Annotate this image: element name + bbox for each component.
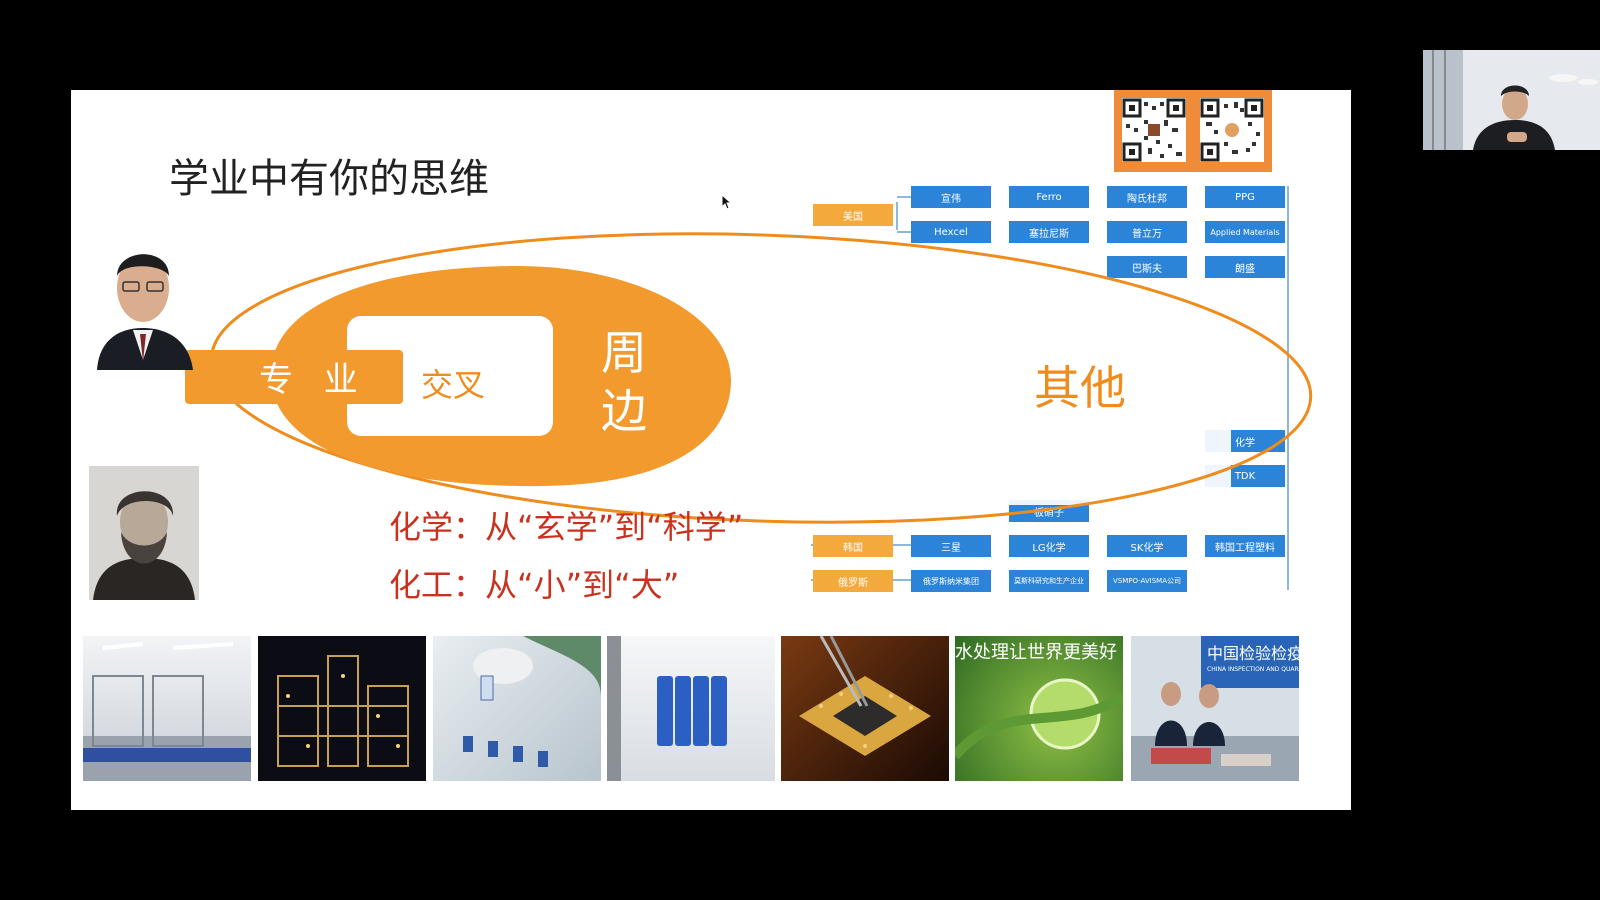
label-specialty: 专 业 [259, 360, 368, 400]
qr-code-icon [1200, 98, 1264, 162]
org-country-usa: 美国 [813, 204, 893, 226]
photo-inspection: 中国检验检疫 CHINA INSPECTION AND QUARANTINE [1131, 636, 1299, 781]
org-country-russia: 俄罗斯 [813, 570, 893, 592]
photo-lab-vials [433, 636, 601, 781]
photo-batteries [607, 636, 775, 781]
qr-code-panel [1114, 90, 1272, 172]
qr-code-icon [1122, 98, 1186, 162]
slide-title: 学业中有你的思维 [169, 156, 489, 202]
label-other: 其他 [1034, 361, 1126, 415]
inspection-sign-text: 中国检验检疫 [1207, 644, 1299, 663]
org-node: 陶氏杜邦 [1107, 186, 1187, 208]
org-country-korea: 韩国 [813, 535, 893, 557]
org-node: 普立万 [1107, 221, 1187, 243]
presentation-slide: 美国 宣伟 Ferro 陶氏杜邦 PPG Hexcel 塞拉尼斯 普立万 App… [71, 90, 1351, 810]
org-node: SK化学 [1107, 535, 1187, 557]
webcam-video [1423, 50, 1600, 150]
org-node: 俄罗斯纳米集团 [911, 570, 991, 592]
org-node: 宣伟 [911, 186, 991, 208]
org-node: Hexcel [911, 221, 991, 243]
water-treatment-text: 水处理让世界更美好 [955, 642, 1117, 663]
org-chart-fade [791, 280, 1231, 505]
photo-microchip [781, 636, 949, 781]
org-node: 莫斯科研究和生产企业 [1009, 570, 1089, 592]
org-node: 巴斯夫 [1107, 256, 1187, 278]
org-node: Ferro [1009, 186, 1089, 208]
org-node: 三星 [911, 535, 991, 557]
org-node: PPG [1205, 186, 1285, 208]
photo-water-treatment: 水处理让世界更美好 [955, 636, 1123, 781]
label-intersection: 交叉 [421, 366, 486, 404]
photo-laboratory [83, 636, 251, 781]
org-node: VSMPO-AVISMA公司 [1107, 570, 1187, 592]
inspection-sign: 中国检验检疫 CHINA INSPECTION AND QUARANTINE [1201, 636, 1299, 688]
org-node: Applied Materials [1205, 221, 1285, 243]
portrait-photo [89, 230, 197, 370]
org-node: LG化学 [1009, 535, 1089, 557]
caption-chemical-engineering: 化工：从“小”到“大” [389, 566, 680, 604]
org-node: 韩国工程塑料 [1205, 535, 1285, 557]
org-node: 塞拉尼斯 [1009, 221, 1089, 243]
thinking-diagram [185, 232, 1313, 524]
inspection-sign-subtext: CHINA INSPECTION AND QUARANTINE [1207, 666, 1299, 673]
portrait-photo [89, 466, 199, 600]
mouse-cursor-icon [721, 193, 733, 214]
label-periphery: 周边 [601, 326, 647, 438]
caption-chemistry: 化学：从“玄学”到“科学” [389, 508, 744, 546]
photo-chemical-plant [258, 636, 426, 781]
org-node: 朗盛 [1205, 256, 1285, 278]
